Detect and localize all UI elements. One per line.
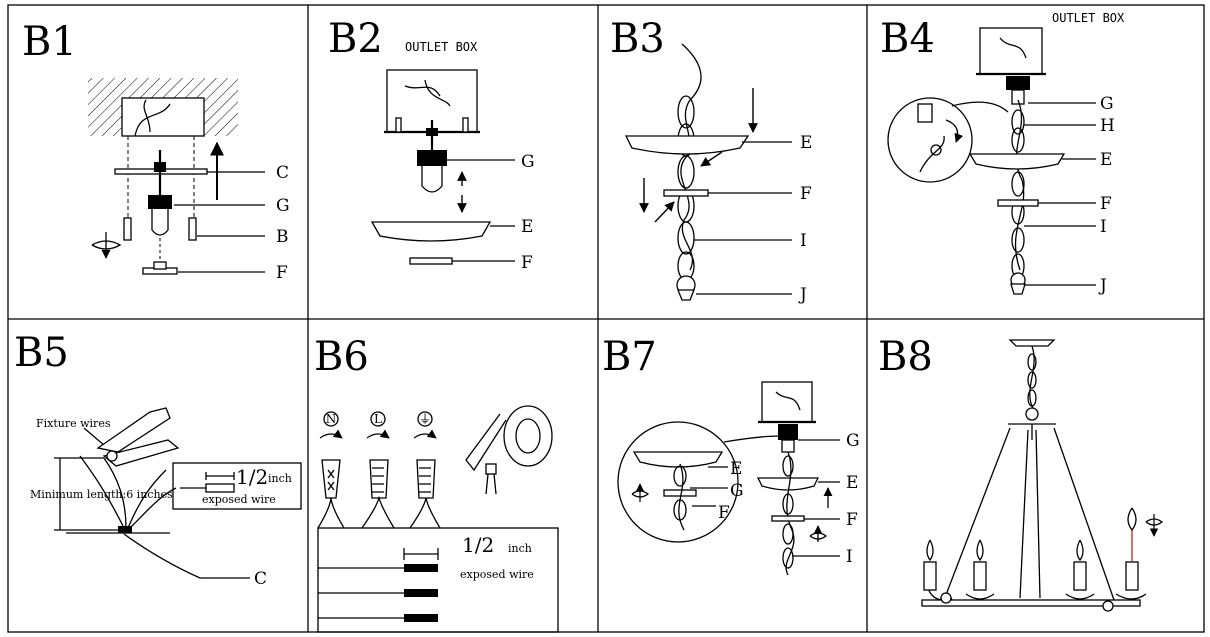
panel-title: B1 [22, 19, 77, 65]
panel-title: B6 [314, 334, 369, 380]
wire-pairs [317, 495, 441, 529]
nipple-g [778, 424, 798, 453]
strip-value: 1/2 [236, 465, 268, 489]
ring-f [771, 515, 805, 522]
panel-title: B5 [14, 330, 69, 376]
loop-j [1010, 272, 1026, 295]
candle-3 [1065, 539, 1095, 600]
canopy-e [370, 221, 492, 242]
strip-value: 1/2 [462, 533, 494, 557]
screws-b [91, 217, 197, 259]
label-h: H [1100, 116, 1115, 136]
label-i: I [800, 231, 807, 251]
outlet-box-caption: OUTLET BOX [405, 40, 478, 54]
detail-inset: E G F [617, 421, 781, 543]
label-c: C [276, 163, 289, 183]
wire-stripper [96, 407, 180, 467]
panel-b4: B4 OUTLET BOX [880, 11, 1125, 296]
rotate-indicator [1145, 514, 1164, 537]
canopy-e [756, 477, 820, 491]
label-g: G [276, 196, 290, 216]
label-g: G [1100, 94, 1114, 114]
label-g: G [521, 152, 535, 172]
label-g: G [846, 431, 860, 451]
chain [677, 43, 702, 281]
label-f: F [1100, 194, 1112, 214]
panel-b5: B5 Fixture wires Minimum length:6 inches [14, 330, 302, 589]
crossbar [114, 150, 208, 200]
chandelier [921, 339, 1164, 612]
label-c: C [254, 569, 267, 589]
tape-roll [465, 405, 553, 472]
label-j: J [1098, 276, 1107, 296]
panel-title: B3 [610, 16, 665, 62]
wire-nuts [321, 459, 436, 499]
label-f: F [846, 510, 858, 530]
detail-inset [887, 97, 1009, 183]
strip-unit: inch [508, 542, 532, 555]
panel-b2: B2 OUTLET BOX G E F [328, 16, 535, 273]
label-f: F [276, 263, 288, 283]
panel-title: B4 [880, 16, 935, 62]
panel-b3: B3 E F I J [610, 16, 812, 305]
ring-f [409, 257, 453, 265]
inset-label-f: F [718, 503, 730, 523]
finial-f [142, 261, 178, 275]
label-f: F [521, 253, 533, 273]
strip-detail: 1/2 inch exposed wire [317, 527, 559, 633]
ceiling [88, 78, 238, 137]
exposed-wire-label: exposed wire [202, 493, 276, 506]
label-e: E [846, 473, 858, 493]
canopy-e [968, 153, 1066, 170]
strip-unit: inch [268, 472, 292, 485]
label-i: I [846, 547, 853, 567]
label-f: F [800, 184, 812, 204]
nipple-g [1006, 76, 1030, 105]
minimum-length-label: Minimum length:6 inches [30, 488, 173, 501]
panel-title: B8 [878, 334, 933, 380]
panel-title: B7 [602, 334, 657, 380]
label-b: B [276, 227, 289, 247]
neutral-symbol: N [319, 411, 343, 439]
loop-j [676, 275, 696, 301]
live-symbol: L [366, 411, 390, 439]
ground-symbol: ⏚ [413, 411, 437, 439]
label-i: I [1100, 217, 1107, 237]
panel-b1: B1 C [22, 19, 290, 283]
candle-1 [923, 539, 953, 601]
live-letter: L [374, 412, 382, 426]
outlet-box [976, 27, 1046, 76]
outlet-box [758, 381, 816, 424]
neutral-letter: N [326, 412, 337, 426]
inset-label-g: G [730, 481, 744, 501]
fixture-wires [66, 455, 177, 534]
chain-h [1011, 99, 1025, 279]
nipple-g [417, 120, 447, 193]
panel-b8: B8 [878, 334, 1164, 612]
label-e: E [1100, 150, 1112, 170]
canopy-e [624, 135, 750, 155]
chain-i [782, 451, 795, 576]
panel-b7: B7 [602, 334, 860, 576]
ground-glyph: ⏚ [419, 412, 431, 426]
taped-connector [485, 463, 497, 495]
panel-title: B2 [328, 16, 383, 62]
label-e: E [521, 217, 533, 237]
nipple-g [148, 195, 172, 272]
label-e: E [800, 133, 812, 153]
ring-f [997, 199, 1039, 207]
strip-detail: 1/2 inch exposed wire [172, 462, 302, 510]
label-j: J [798, 285, 807, 305]
panel-grid [7, 4, 1205, 633]
panel-b6: B6 N L ⏚ [314, 334, 559, 633]
inset-label-e: E [730, 459, 742, 479]
ring-f [663, 189, 709, 197]
candle-4 [1115, 507, 1147, 600]
outlet-box-caption: OUTLET BOX [1052, 11, 1125, 25]
exposed-wire-label: exposed wire [460, 568, 534, 581]
candle-2 [965, 539, 995, 600]
fixture-wires-label: Fixture wires [36, 417, 111, 430]
length-dimension [54, 457, 118, 531]
